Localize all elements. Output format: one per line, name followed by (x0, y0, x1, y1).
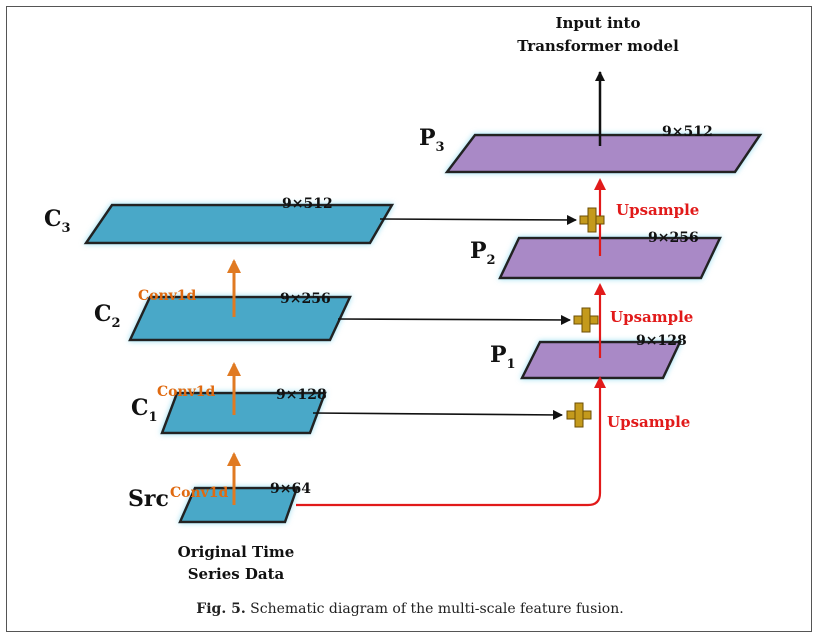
src-label: Src (128, 486, 169, 512)
conv-label-src: Conv1d (170, 485, 229, 501)
p3-layer (444, 133, 763, 174)
lateral-arrow-c1 (312, 409, 563, 420)
src-dim: 9×64 (270, 481, 311, 497)
p3-dim: 9×512 (662, 124, 713, 140)
c2-dim: 9×256 (280, 291, 331, 307)
figure-caption: Fig. 5. Schematic diagram of the multi-s… (0, 601, 820, 617)
c3-dim: 9×512 (282, 196, 333, 212)
caption-prefix: Fig. 5. (196, 601, 246, 617)
lateral-arrow-c2 (337, 314, 571, 325)
add-node-2 (573, 307, 599, 333)
c2-label: C2 (94, 301, 121, 331)
c2-layer (128, 295, 352, 342)
conv-label-c1: Conv1d (157, 384, 216, 400)
top-label-line2: Transformer model (517, 37, 679, 55)
bottom-label-line1: Original Time (178, 543, 295, 561)
p2-layer (498, 236, 722, 280)
p1-layer (519, 340, 682, 380)
upsample-label-1: Upsample (607, 413, 690, 431)
add-node-1 (566, 402, 592, 428)
p1-dim: 9×128 (636, 333, 687, 349)
conv-label-c2: Conv1d (138, 288, 197, 304)
c1-layer (160, 391, 327, 435)
p1-label: P1 (490, 342, 516, 372)
p2-label: P2 (470, 238, 496, 268)
lateral-arrow-c3 (379, 214, 577, 225)
c1-dim: 9×128 (276, 387, 327, 403)
add-node-3 (579, 207, 605, 233)
c3-layer (83, 203, 395, 245)
c3-label: C3 (44, 206, 71, 236)
top-label-line1: Input into (555, 14, 640, 32)
upsample-path-src (296, 376, 606, 507)
upsample-label-3: Upsample (616, 201, 699, 219)
upsample-label-2: Upsample (610, 308, 693, 326)
caption-text: Schematic diagram of the multi-scale fea… (250, 601, 624, 617)
bottom-label-line2: Series Data (188, 565, 285, 583)
p2-dim: 9×256 (648, 230, 699, 246)
src-layer (178, 486, 299, 524)
p3-label: P3 (419, 125, 445, 155)
c1-label: C1 (131, 395, 158, 425)
